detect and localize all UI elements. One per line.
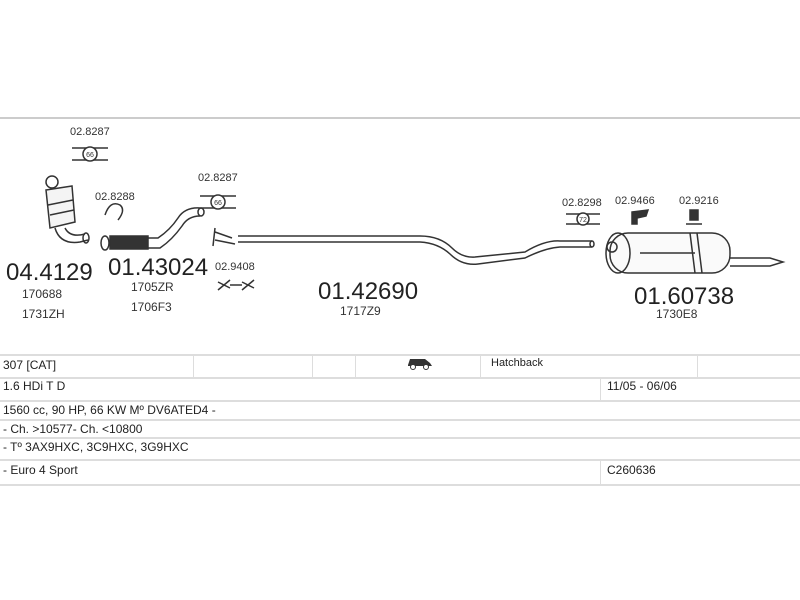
accessory-number[interactable]: 02.9216 [679,195,719,207]
bracket-02-9466[interactable] [631,209,650,225]
oem-ref: 1717Z9 [340,304,381,318]
front-pipe-part[interactable] [100,207,205,251]
spec-cell: 1560 cc, 90 HP, 66 KW Mº DV6ATED4 - [3,403,216,417]
body-type-cell: Hatchback [480,356,697,377]
clamp-02-8287-a[interactable] [72,146,108,162]
engine-cell: 1.6 HDi T D [3,379,66,393]
table-row: - Ch. >10577- Ch. <10800 [0,421,800,439]
table-row: 1.6 HDi T D 11/05 - 06/06 [0,377,800,402]
mount-02-9216[interactable] [686,209,702,225]
empty-cell [697,356,800,377]
clamp-size-labels: 66 66 72 [86,152,587,224]
part-number[interactable]: 01.60738 [634,283,734,310]
model-cell: 307 [CAT] [3,358,57,372]
clamp-02-8287-b[interactable] [200,194,236,210]
clamp-02-8298[interactable] [566,212,600,226]
clamp-size: 72 [579,217,587,224]
table-row: - Euro 4 Sport C260636 [0,461,800,486]
chassis-cell: - Ch. >10577- Ch. <10800 [3,422,143,436]
types-cell: - Tº 3AX9HXC, 3C9HXC, 3G9HXC [3,440,189,454]
oem-ref: 1705ZR [131,280,174,294]
top-divider [0,117,800,119]
catalyst-part[interactable] [45,175,90,244]
accessory-number[interactable]: 02.9408 [215,261,255,273]
gasket-02-9408[interactable] [217,279,255,291]
clamp-size: 66 [214,200,222,207]
note-cell: - Euro 4 Sport [3,463,78,477]
dates-cell: 11/05 - 06/06 [600,377,800,400]
accessory-number[interactable]: 02.8298 [562,197,602,209]
oem-ref: 1731ZH [22,307,65,321]
table-row: 1560 cc, 90 HP, 66 KW Mº DV6ATED4 - [0,402,800,421]
empty-cell [193,356,312,377]
code-cell: C260636 [600,461,800,484]
accessory-number[interactable]: 02.8288 [95,191,135,203]
part-number[interactable]: 01.43024 [108,254,208,281]
part-number[interactable]: 01.42690 [318,278,418,305]
oem-ref: 1706F3 [131,300,172,314]
part-number[interactable]: 04.4129 [6,259,93,286]
empty-cell [312,356,355,377]
clamp-size: 66 [86,152,94,159]
accessory-number[interactable]: 02.8287 [70,126,110,138]
accessory-number[interactable]: 02.8287 [198,172,238,184]
clamp-02-8288[interactable] [104,203,124,221]
car-icon [355,356,480,377]
middle-pipe-part[interactable] [212,227,595,266]
table-row: - Tº 3AX9HXC, 3C9HXC, 3G9HXC [0,439,800,461]
oem-ref: 170688 [22,287,62,301]
table-row: 307 [CAT] Hatchback [0,354,800,379]
oem-ref: 1730E8 [656,307,698,321]
rear-silencer-part[interactable] [605,232,786,274]
accessory-number[interactable]: 02.9466 [615,195,655,207]
exhaust-diagram: 66 66 72 02.8287 02.8288 02.8287 02.9408… [6,126,786,321]
